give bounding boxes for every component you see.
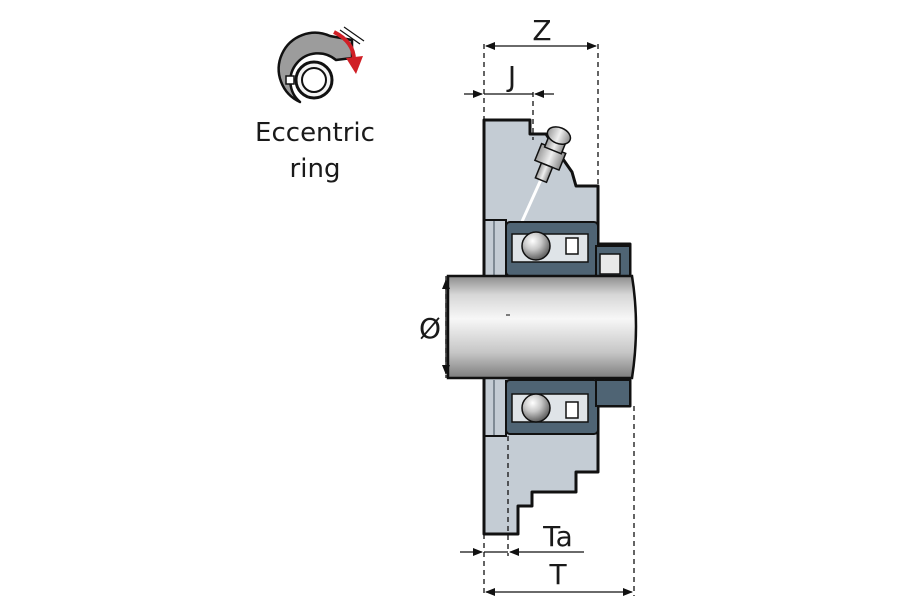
dim-label-ta: Ta <box>542 520 573 553</box>
eccentric-collar <box>595 245 631 407</box>
dim-label-j: J <box>506 60 516 93</box>
eccentric-ring-caption-line1: Eccentric <box>255 118 375 148</box>
ball-lower <box>521 393 551 423</box>
dim-label-z: Z <box>532 14 551 47</box>
eccentric-ring-caption-line2: ring <box>289 154 341 184</box>
grease-nipple <box>533 126 572 184</box>
shaft <box>446 274 638 380</box>
dim-label-diameter: Ø <box>419 312 441 345</box>
bearing-lower <box>505 379 599 435</box>
dim-label-t: T <box>548 558 567 591</box>
ball-upper <box>521 231 551 261</box>
eccentric-ring-icon <box>277 26 365 104</box>
dimension-lines <box>442 42 635 596</box>
rotation-arrow-icon <box>333 30 356 61</box>
bearing-upper <box>505 221 599 277</box>
